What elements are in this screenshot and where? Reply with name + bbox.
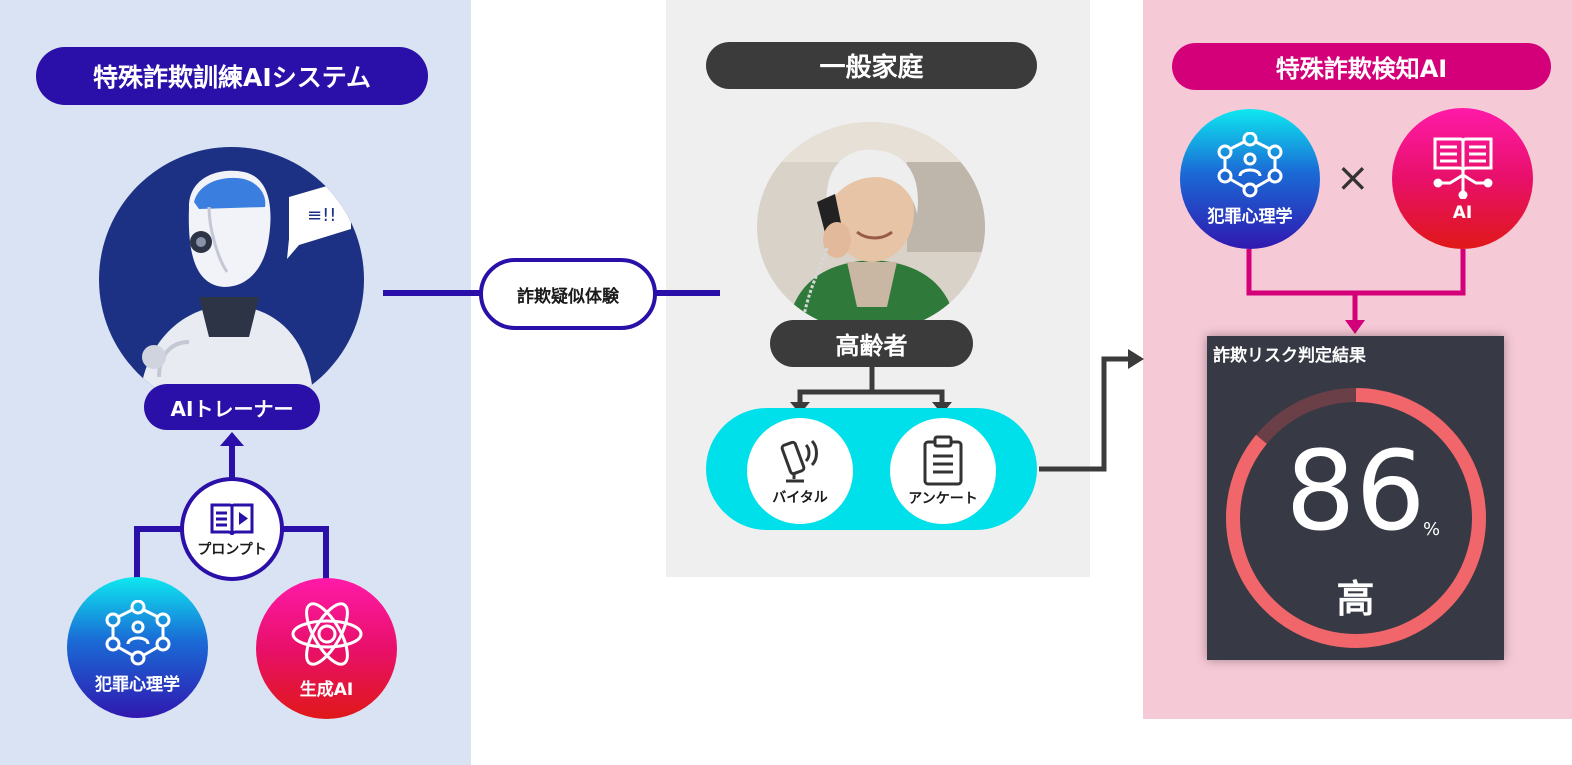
gauge-fill — [1226, 388, 1486, 648]
risk-percentage-value: 86 — [1285, 427, 1426, 555]
generative-ai-label: 生成AI — [299, 680, 354, 700]
survey-label: アンケート — [908, 491, 978, 507]
criminal-psychology-label: 犯罪心理学 — [95, 675, 180, 695]
book-play-icon — [210, 503, 254, 536]
network-people-icon — [1217, 131, 1283, 197]
elderly-person-photo — [757, 122, 985, 332]
clipboard-icon — [923, 435, 963, 486]
risk-percentage-unit: % — [1423, 519, 1441, 540]
robot-icon: ≡!! — [139, 170, 351, 412]
survey-node: アンケート — [890, 418, 996, 524]
criminal-psychology-node: 犯罪心理学 — [67, 577, 208, 718]
criminal-psychology-label-right: 犯罪心理学 — [1207, 206, 1293, 227]
network-people-icon — [105, 600, 170, 666]
generative-ai-node: 生成AI — [256, 578, 397, 719]
multiply-sign: × — [1336, 155, 1370, 201]
wearable-signal-icon — [780, 439, 818, 483]
risk-gauge — [1226, 388, 1486, 648]
atom-icon — [291, 602, 362, 666]
household-title: 一般家庭 — [706, 42, 1037, 89]
elderly-label: 高齢者 — [770, 320, 973, 367]
prompt-label: プロンプト — [197, 542, 267, 558]
elderly-woman-on-phone-image — [757, 122, 985, 332]
book-network-icon — [1433, 137, 1492, 199]
risk-result-panel: 詐欺リスク判定結果 86 % 高 — [1207, 336, 1504, 660]
svg-text:≡!!: ≡!! — [307, 205, 337, 226]
ai-node: AI — [1392, 108, 1533, 249]
detection-ai-title: 特殊詐欺検知AI — [1172, 43, 1551, 90]
criminal-psychology-node-right: 犯罪心理学 — [1180, 109, 1320, 249]
vital-label: バイタル — [772, 490, 828, 506]
prompt-node: プロンプト — [180, 477, 284, 581]
robot-illustration: ≡!! — [99, 147, 364, 412]
risk-result-title: 詐欺リスク判定結果 — [1213, 346, 1366, 366]
vital-node: バイタル — [747, 418, 853, 524]
ai-label: AI — [1452, 202, 1473, 223]
fraud-simulation-label: 詐欺疑似体験 — [479, 258, 657, 330]
ai-trainer-label: AIトレーナー — [144, 384, 320, 430]
risk-level: 高 — [1336, 577, 1375, 621]
training-system-title: 特殊詐欺訓練AIシステム — [36, 47, 428, 105]
